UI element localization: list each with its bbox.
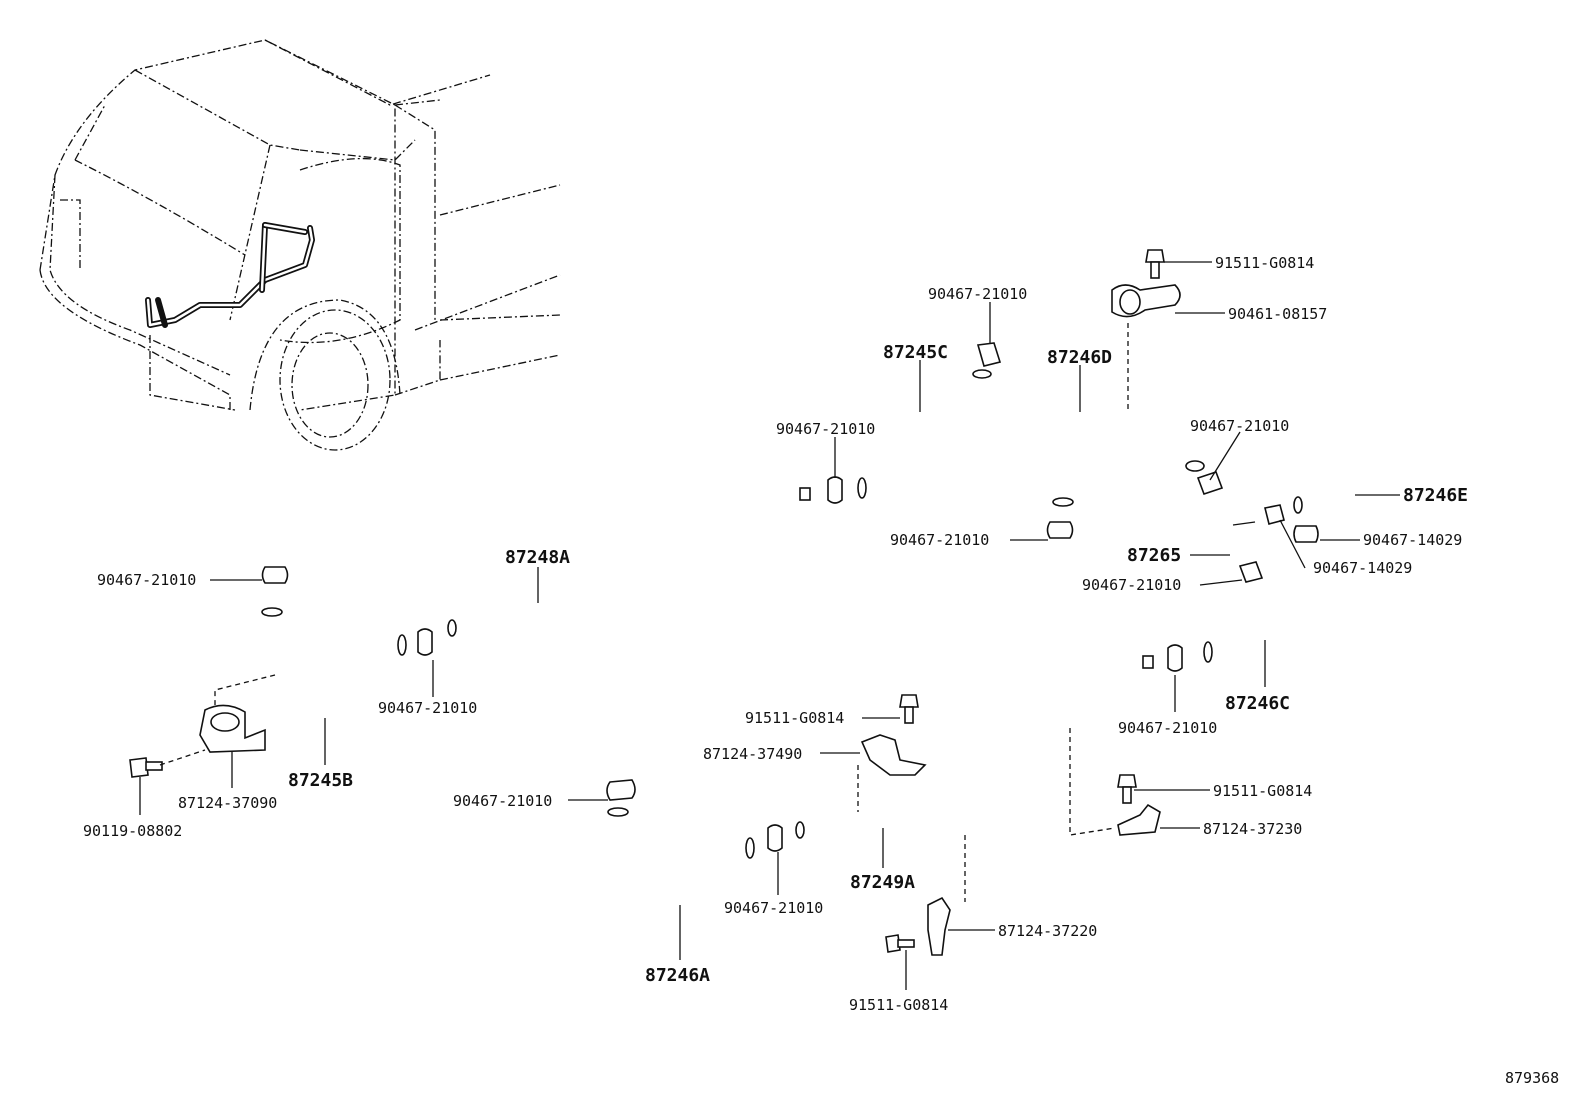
truck-overview-sketch: [39, 39, 561, 451]
callout-90467-14029: 90467-14029: [1363, 531, 1462, 549]
callout-87124-37490: 87124-37490: [703, 745, 802, 763]
hose-87246E: [1292, 455, 1354, 514]
callout-87246A: 87246A: [645, 965, 710, 986]
callout-90467-21010: 90467-21010: [928, 285, 1027, 303]
callout-90467-21010: 90467-21010: [890, 531, 989, 549]
heater-pipe-harness: [145, 222, 315, 328]
callout-87248A: 87248A: [505, 547, 570, 568]
pipe-87248A: [447, 487, 812, 639]
pipe-87249A: [795, 655, 1154, 839]
callout-90467-21010: 90467-21010: [776, 420, 875, 438]
callout-87245C: 87245C: [883, 342, 948, 363]
hose-87246A: [607, 806, 757, 916]
callout-87246C: 87246C: [1225, 693, 1290, 714]
bracket-87124-37090: [199, 704, 266, 753]
callout-91511-G0814: 91511-G0814: [1213, 782, 1312, 800]
callout-91511-G0814: 91511-G0814: [745, 709, 844, 727]
hose-clamp-90467-21010: [261, 342, 1264, 852]
callout-87124-37230: 87124-37230: [1203, 820, 1302, 838]
callout-90467-21010: 90467-21010: [378, 699, 477, 717]
hose-clamp-90467-14029: [1264, 504, 1319, 543]
callout-labels: 91511-G0814 90461-08157 90467-21010 8724…: [83, 254, 1559, 1087]
bracket-87124-37230: [1117, 803, 1161, 836]
callout-90467-21010: 90467-21010: [453, 792, 552, 810]
callout-90467-21010: 90467-21010: [724, 899, 823, 917]
diagram-id: 879368: [1505, 1069, 1559, 1087]
leader-lines: [139, 261, 1400, 990]
callout-90467-21010: 90467-21010: [97, 571, 196, 589]
hose-87245B: [261, 606, 409, 722]
callout-90467-21010: 90467-21010: [1082, 576, 1181, 594]
callout-87124-37090: 87124-37090: [178, 794, 277, 812]
bracket-87124-37220: [927, 896, 951, 956]
callout-87245B: 87245B: [288, 770, 353, 791]
hose-87246D: [1052, 403, 1205, 509]
callout-90119-08802: 90119-08802: [83, 822, 182, 840]
callout-90467-21010: 90467-21010: [1118, 719, 1217, 737]
callout-87265: 87265: [1127, 545, 1181, 566]
hose-87246C: [1202, 587, 1274, 663]
callout-87249A: 87249A: [850, 872, 915, 893]
hose-87245C: [854, 367, 992, 499]
callout-91511-G0814: 91511-G0814: [1215, 254, 1314, 272]
callout-90467-14029: 90467-14029: [1313, 559, 1412, 577]
callout-87124-37220: 87124-37220: [998, 922, 1097, 940]
bolt-90119-08802: [129, 757, 163, 778]
pipe-87265: [1213, 507, 1256, 557]
callout-91511-G0814: 91511-G0814: [849, 996, 948, 1014]
callout-87246D: 87246D: [1047, 347, 1112, 368]
assembly-lines: [159, 323, 1129, 902]
clamp-90461-08157: [1111, 284, 1181, 318]
callout-90467-21010: 90467-21010: [1190, 417, 1289, 435]
callout-87246E: 87246E: [1403, 485, 1468, 506]
bracket-87124-37490: [860, 734, 927, 776]
callout-90461-08157: 90461-08157: [1228, 305, 1327, 323]
